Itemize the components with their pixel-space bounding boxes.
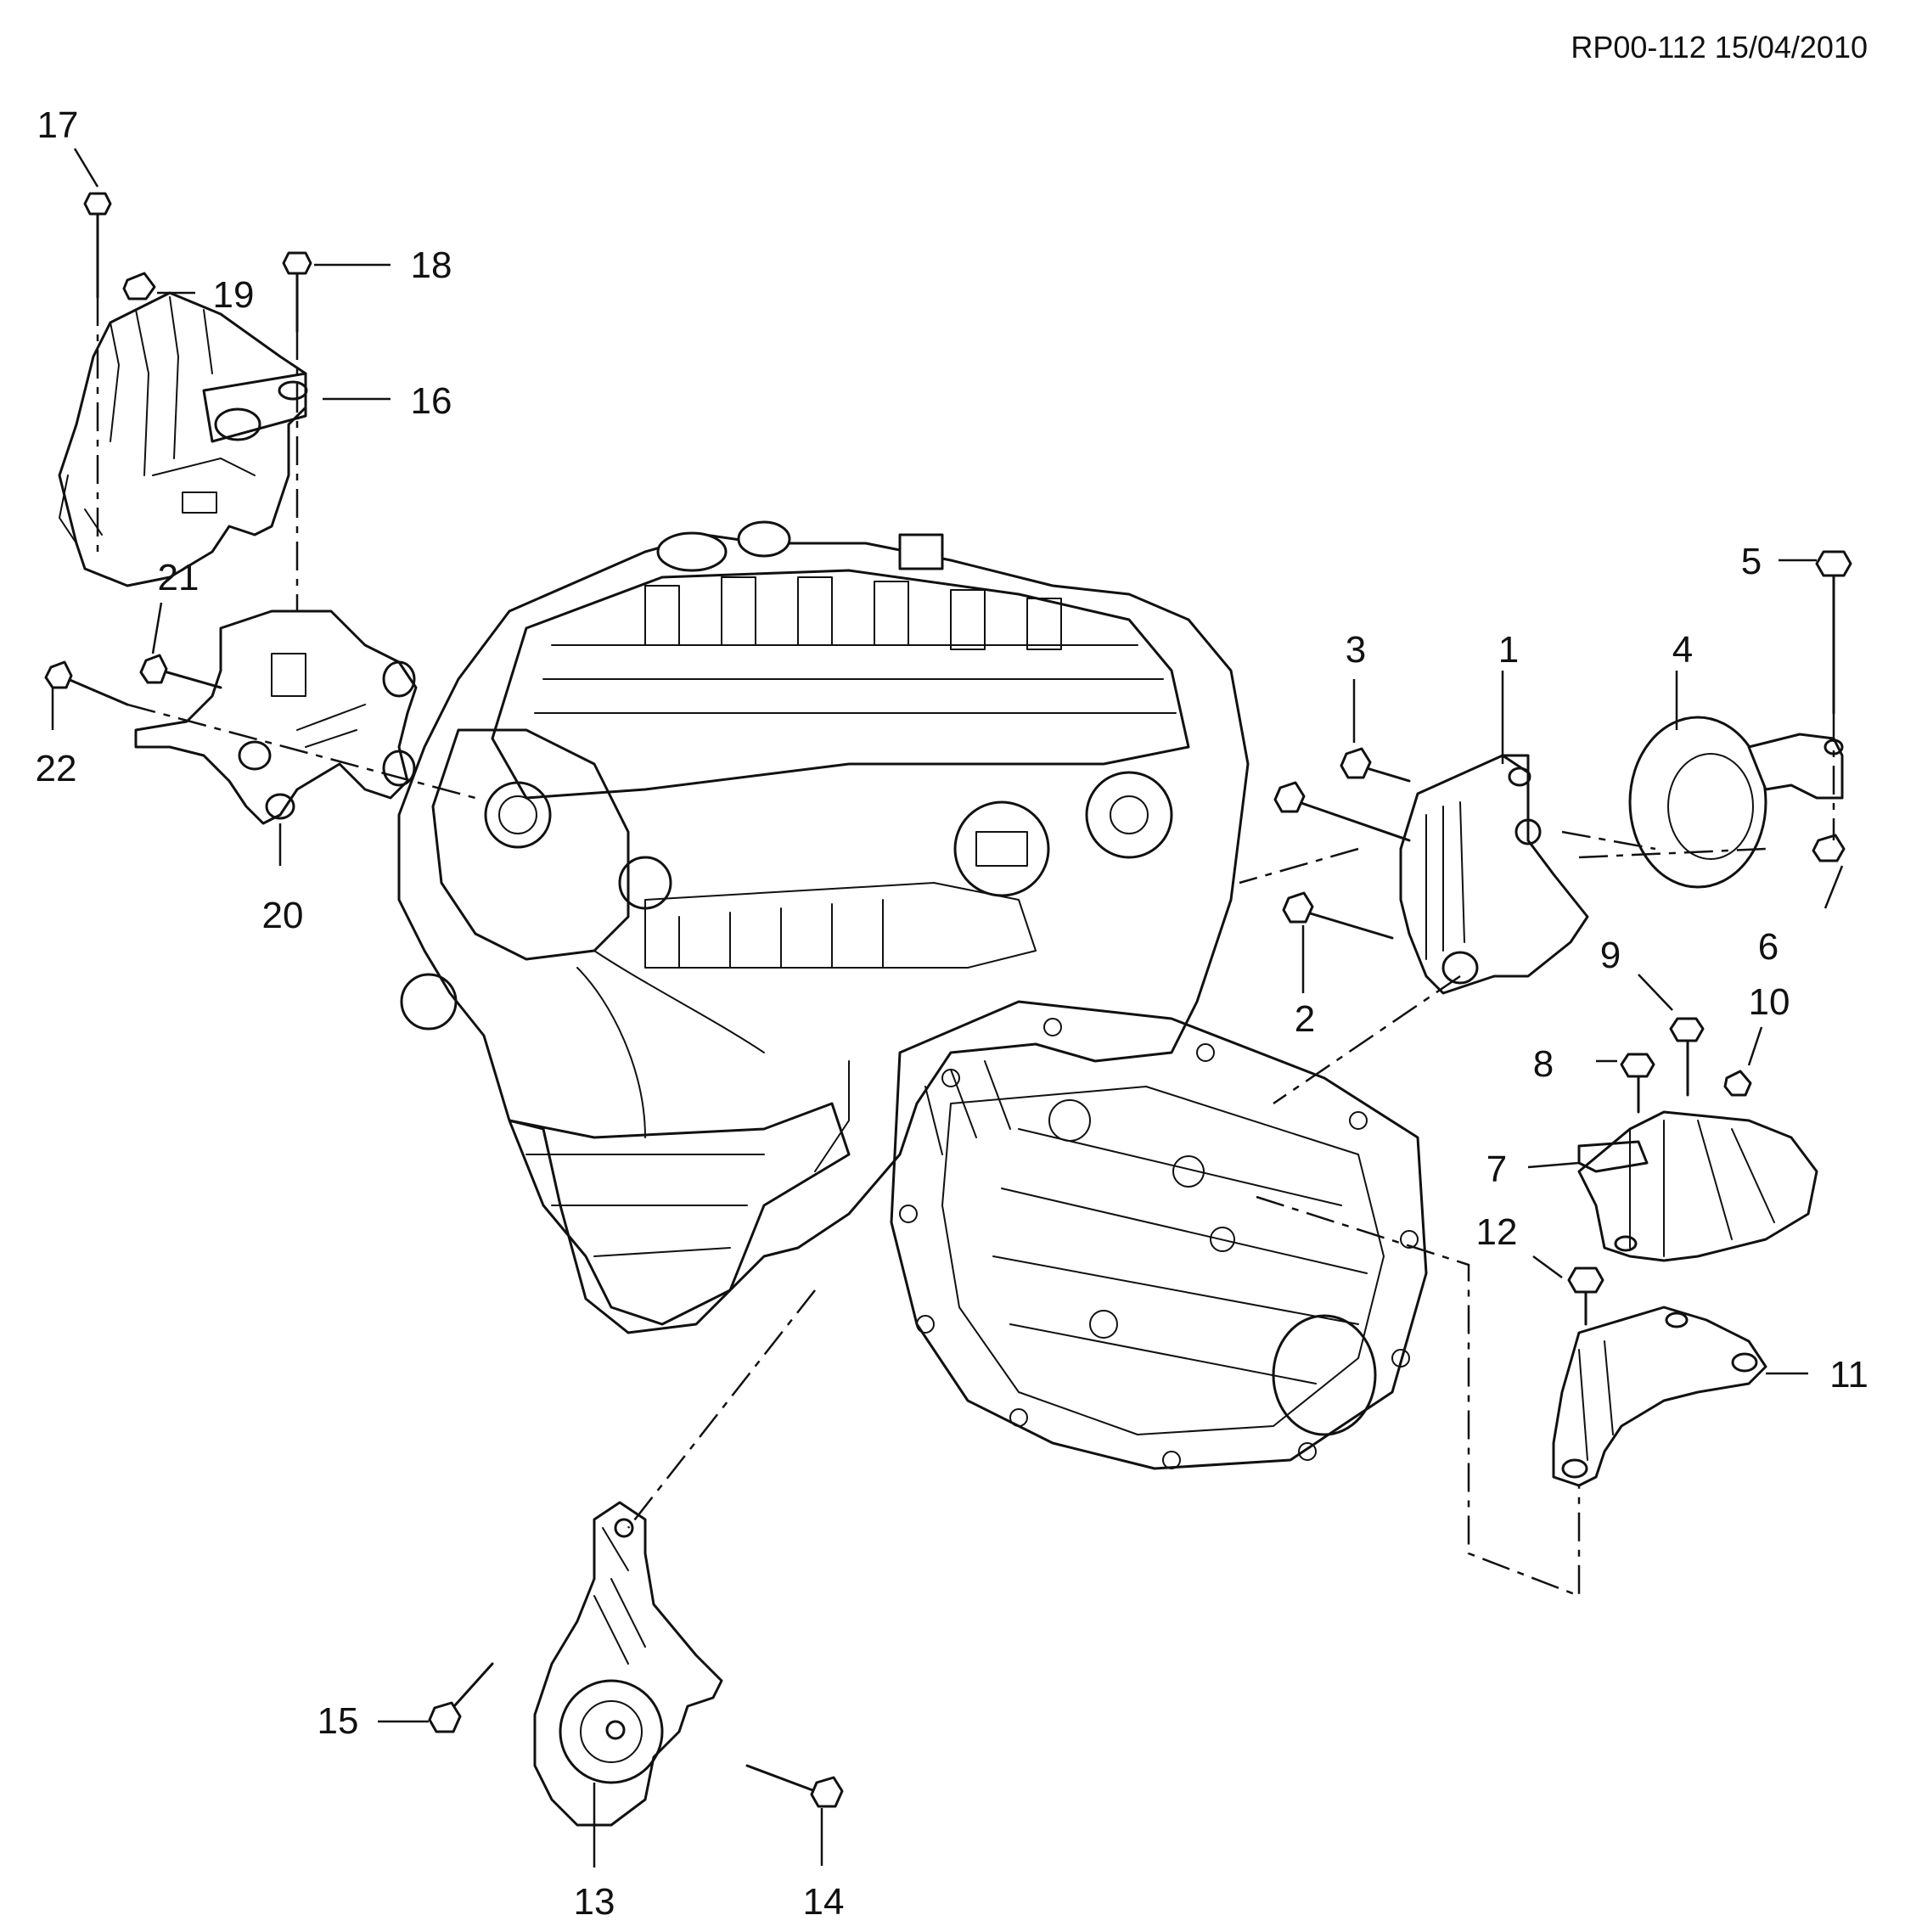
callout-11: 11 — [1829, 1354, 1868, 1396]
part-7-mount — [1577, 1110, 1818, 1262]
callout-13: 13 — [574, 1881, 615, 1923]
callout-1: 1 — [1498, 629, 1519, 671]
callout-19: 19 — [213, 274, 255, 316]
part-11-mount-bracket — [1552, 1306, 1767, 1487]
callout-17: 17 — [37, 104, 79, 146]
callout-21: 21 — [158, 557, 199, 598]
part-16-upper-mount — [58, 291, 308, 587]
callout-20: 20 — [262, 895, 304, 936]
callout-16: 16 — [411, 380, 452, 422]
callout-10: 10 — [1749, 981, 1790, 1023]
callout-8: 8 — [1533, 1043, 1554, 1085]
callout-14: 14 — [803, 1881, 845, 1923]
callout-5: 5 — [1741, 541, 1762, 582]
fasteners — [44, 192, 1852, 1808]
callout-3: 3 — [1346, 629, 1366, 671]
callout-2: 2 — [1295, 998, 1315, 1040]
callout-22: 22 — [36, 748, 77, 789]
callout-9: 9 — [1600, 935, 1621, 976]
callout-4: 4 — [1672, 629, 1693, 671]
callout-6: 6 — [1758, 926, 1779, 968]
callout-18: 18 — [411, 244, 452, 286]
alignment-lines — [96, 297, 1835, 1598]
leader-lines — [51, 148, 1844, 1867]
callout-7: 7 — [1486, 1149, 1507, 1190]
engine-transmission-assembly — [397, 520, 1428, 1470]
callout-labels: 17 18 19 16 21 22 20 3 1 4 5 6 2 9 10 8 … — [36, 104, 1868, 1923]
part-13-torque-mount — [533, 1501, 723, 1827]
drawing-reference: RP00-112 15/04/2010 — [1571, 30, 1868, 65]
callout-15: 15 — [318, 1700, 359, 1742]
part-20-bracket — [134, 609, 418, 825]
part-1-mount-bracket — [1399, 754, 1589, 995]
part-4-mount-insulator — [1628, 716, 1844, 889]
callout-12: 12 — [1476, 1211, 1518, 1253]
